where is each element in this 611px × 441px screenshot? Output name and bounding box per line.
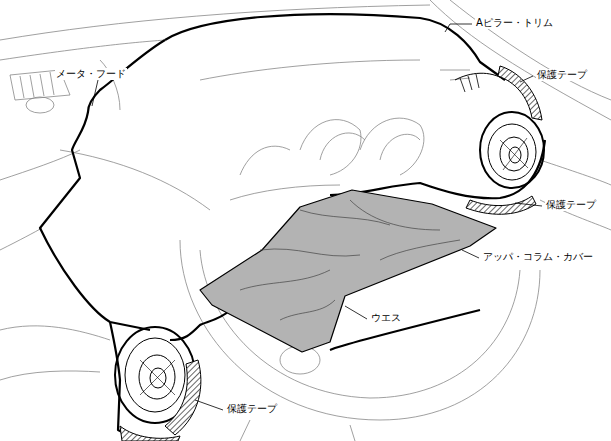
part-label: ウエス: [370, 312, 402, 324]
part-label: 保護テープ: [536, 69, 588, 81]
part-label: 保護テープ: [545, 199, 597, 211]
part-label: Aピラー・トリム: [475, 17, 554, 29]
part-label: アッパ・コラム・カバー: [482, 251, 594, 263]
part-label: 保護テープ: [226, 403, 278, 415]
part-label: メータ・フード: [55, 68, 127, 80]
